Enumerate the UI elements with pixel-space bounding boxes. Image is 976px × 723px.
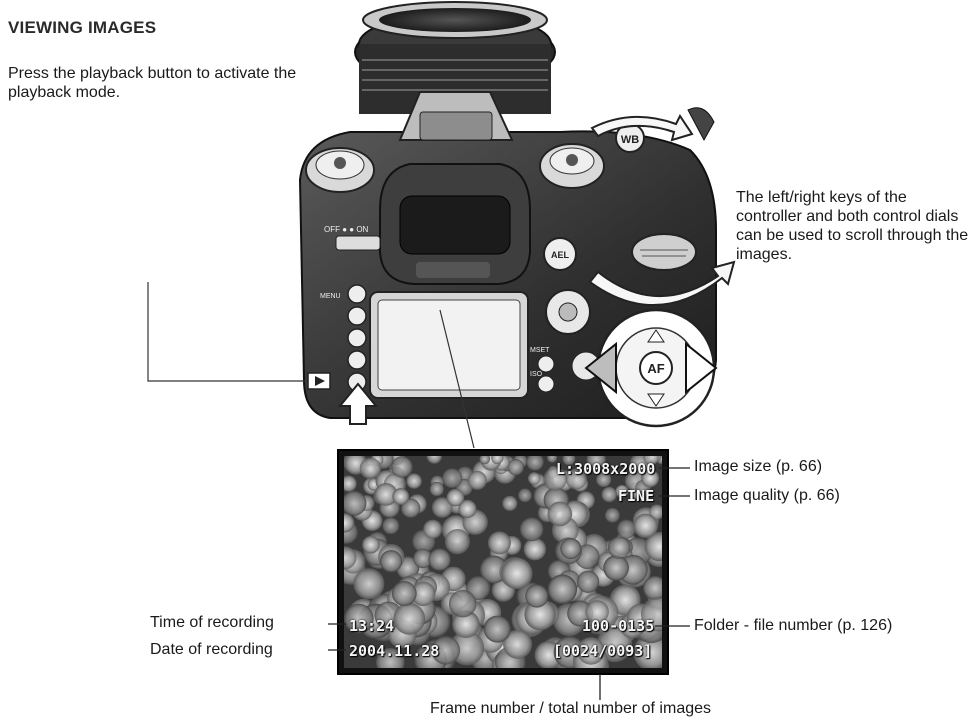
mset-label: MSET [530,347,550,354]
playback-leader-line [147,282,306,382]
lcd-image-size: L:3008x2000 [556,460,656,478]
flower-field [344,456,662,668]
left-key-arrow [584,341,617,395]
callout-image-quality: Image quality (p. 66) [694,487,840,504]
controller-enlarged: AF [584,308,718,428]
lcd-preview [337,449,669,675]
callout-date: Date of recording [150,641,273,658]
lcd-folder-file: 100-0135 [582,617,655,635]
lcd-date: 2004.11.28 [349,642,440,660]
lens-barrel [354,1,556,114]
callout-folder-file: Folder - file number (p. 126) [694,617,893,634]
section-title: VIEWING IMAGES [8,18,157,37]
wb-button-label: WB [621,134,639,146]
playback-button [307,372,331,390]
scroll-instruction: The left/right keys of the controller an… [736,188,976,264]
scroll-instruction-text: The left/right keys of the controller an… [736,189,969,263]
callout-image-size: Image size (p. 66) [694,458,823,475]
press-arrow-icon [337,382,379,425]
ael-button-label: AEL [551,250,570,260]
lcd-image-quality: FINE [618,487,655,505]
callout-frame: Frame number / total number of images [430,700,712,717]
playback-instruction: Press the playback button to activate th… [8,65,297,101]
menu-label: MENU [320,293,341,300]
dial-rotation-arrows [588,114,736,307]
lcd-time: 13:24 [349,617,395,635]
af-button-label: AF [647,361,664,376]
lcd-leader-line [439,309,475,449]
iso-label: ISO [530,371,543,378]
lcd-frame-count: [0024/0093] [553,642,653,660]
right-key-arrow [685,341,718,395]
callout-time: Time of recording [150,614,274,631]
power-switch-label: OFF ● ● ON [324,225,369,234]
